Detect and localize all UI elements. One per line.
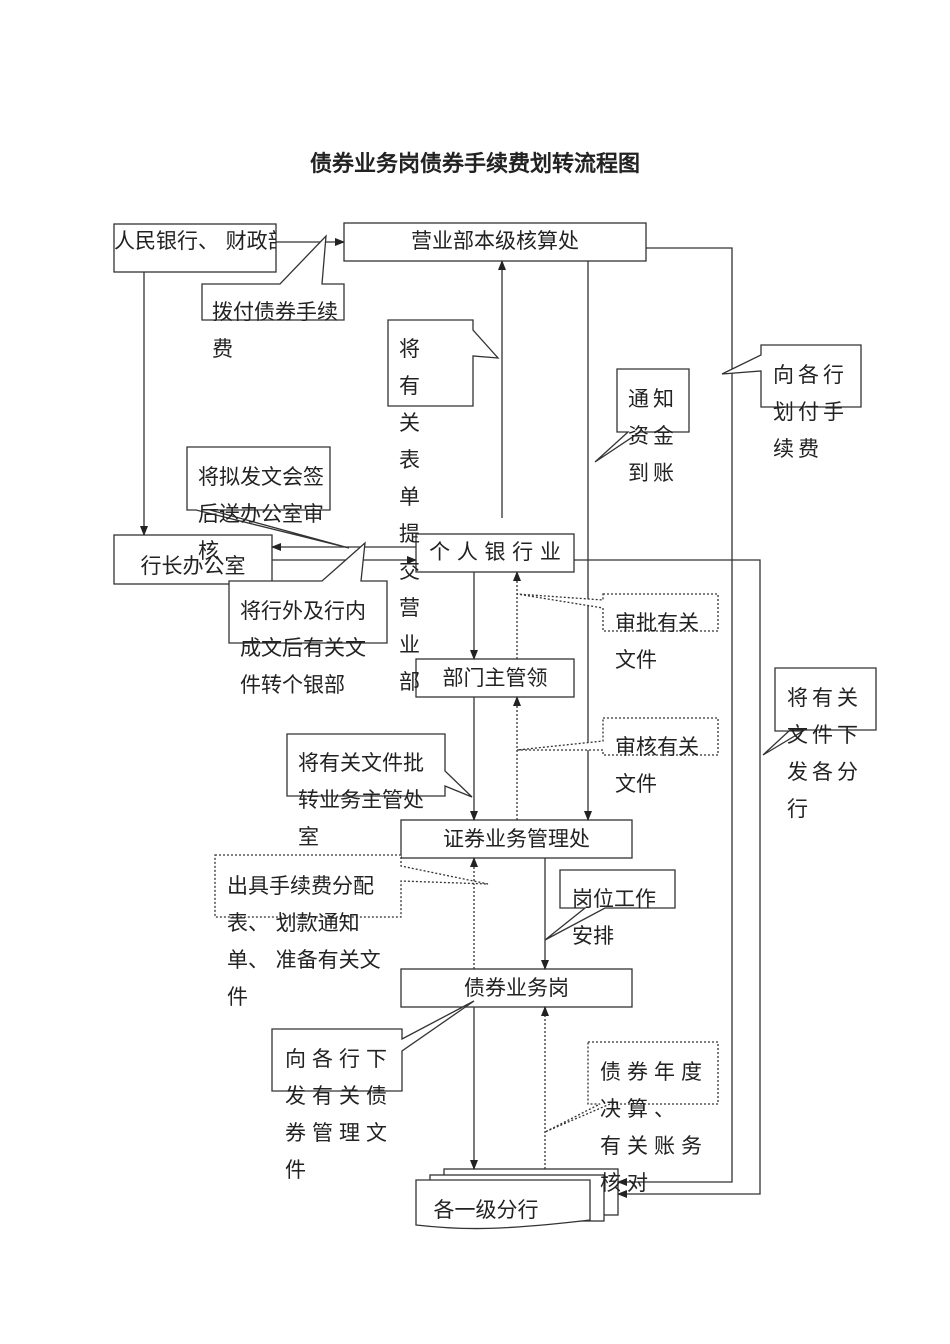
note-annual-settlement: 债券年度决算、 有关账务核对	[600, 1060, 708, 1195]
node-securities-mgmt: 证券业务管理处	[443, 827, 590, 851]
callout-allocate-to-banks	[721, 344, 862, 408]
callout-prepare-fee	[214, 854, 489, 918]
note-prepare-fee: 出具手续费分配表、 划款通知单、 准备有关文件	[227, 874, 381, 1009]
note-review-docs: 审核有关文件	[615, 735, 699, 796]
node-dept-leader: 部门主管领	[442, 666, 548, 690]
note-submit-forms: 将 有关 表单 提交 营业部	[399, 337, 467, 694]
node-box-bond-post	[400, 968, 633, 1008]
chart-title: 债券业务岗债券手续费划转流程图	[309, 152, 640, 177]
node-box-dept-leader	[415, 658, 575, 698]
callout-annual-settlement	[544, 1041, 719, 1133]
node-box-business-accounting	[343, 222, 647, 262]
note-issue-to-branches: 将有关文件下发各分行	[787, 686, 862, 821]
callout-job-arrangement	[544, 869, 676, 941]
node-business-accounting: 营业部本级核算处	[411, 229, 579, 253]
callout-approve-docs	[516, 593, 719, 632]
node-box-securities-mgmt	[400, 819, 633, 859]
callout-issue-bond-docs	[271, 1000, 475, 1092]
note-allocate-to-banks: 向各行划付手续费	[773, 363, 848, 461]
callout-review-docs	[516, 717, 719, 756]
note-forward-docs: 将行外及行内成文后有关文件转个银部	[240, 599, 366, 697]
node-personal-banking: 个 人 银 行 业	[429, 540, 561, 564]
callout-issue-to-branches	[762, 667, 877, 756]
note-draft-review: 将拟发文会签后送办公室审核	[198, 465, 324, 563]
note-forward-to-dept: 将有关文件批转业务主管处室	[298, 751, 424, 849]
node-pboc: 人民银行、 财政部	[114, 229, 276, 253]
edge-accounting-to-branches	[617, 247, 733, 1186]
edge-personal-to-branches	[574, 559, 761, 1198]
node-box-branches	[415, 1168, 619, 1230]
node-branches: 各一级分行	[433, 1198, 539, 1222]
node-box-president-office	[113, 534, 273, 585]
callout-forward-to-dept	[286, 733, 473, 798]
note-approve-docs: 审批有关文件	[615, 611, 699, 672]
callout-submit-forms	[387, 319, 500, 407]
callout-forward-docs	[228, 541, 388, 644]
node-bond-post: 债券业务岗	[464, 976, 569, 1000]
callout-allocate-fee	[201, 234, 345, 321]
note-allocate-fee: 拨付债券手续费	[212, 300, 338, 361]
callout-notify-funds	[594, 368, 690, 463]
note-issue-bond-docs: 向各行下发有关债券管理文件	[285, 1047, 393, 1182]
node-president-office: 行长办公室	[140, 554, 246, 578]
node-box-pboc	[113, 223, 277, 273]
note-notify-funds: 通知资金到账	[628, 387, 678, 485]
note-job-arrangement: 岗位工作安排	[572, 887, 656, 948]
callout-draft-review	[186, 446, 350, 549]
node-box-personal-banking	[415, 533, 575, 573]
